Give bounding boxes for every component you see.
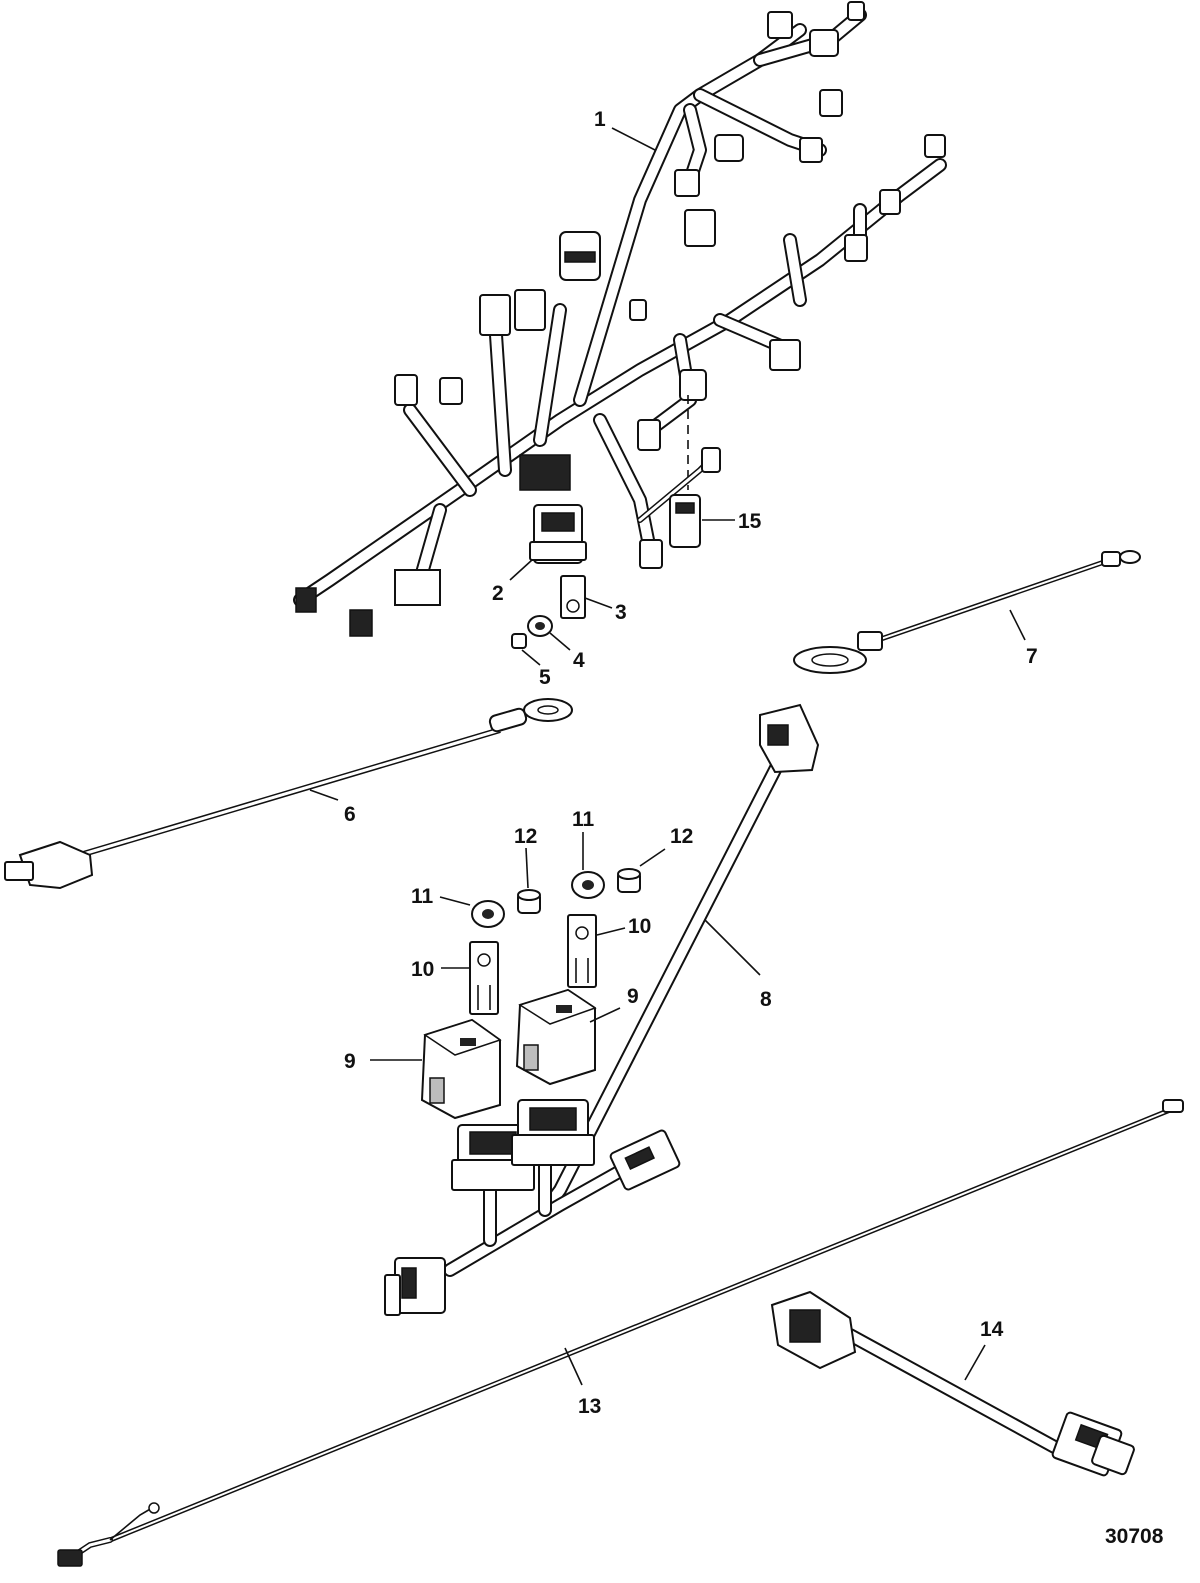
clip-10-left	[469, 941, 499, 1015]
bushing-12-left	[517, 889, 541, 914]
callout-1: 1	[594, 108, 606, 131]
relay-9-right	[515, 988, 597, 1086]
connector-2	[529, 504, 587, 564]
callout-2: 2	[492, 582, 504, 605]
callout-13: 13	[578, 1395, 601, 1418]
callout-10b: 10	[628, 915, 651, 938]
callout-12b: 12	[670, 825, 693, 848]
bushing-5	[511, 633, 527, 649]
relay-9-left	[420, 1018, 502, 1120]
callout-11b: 11	[572, 808, 595, 831]
lead-6	[4, 698, 573, 890]
ground-wire-7	[793, 550, 1141, 674]
relay-harness-8	[384, 703, 820, 1316]
clip-10-right	[567, 914, 597, 988]
callout-14: 14	[980, 1318, 1004, 1341]
callout-10a: 10	[411, 958, 434, 981]
callout-3: 3	[615, 601, 627, 624]
harness-14	[770, 1290, 1135, 1477]
callout-8: 8	[760, 988, 772, 1011]
callout-7: 7	[1026, 645, 1038, 668]
grommet-11-right	[571, 871, 605, 899]
callout-5: 5	[539, 666, 551, 689]
callout-4: 4	[573, 649, 585, 672]
lead-13	[57, 1099, 1184, 1567]
callout-11a: 11	[411, 885, 434, 908]
grommet-11-left	[471, 900, 505, 928]
figure-id: 30708	[1105, 1525, 1164, 1548]
grommet-4	[527, 615, 553, 637]
callout-9a: 9	[344, 1050, 356, 1073]
bushing-12-right	[617, 868, 641, 893]
clip-3	[560, 575, 586, 619]
callout-15: 15	[738, 510, 762, 533]
callout-12a: 12	[514, 825, 537, 848]
callout-9b: 9	[627, 985, 639, 1008]
main-engine-harness	[293, 1, 947, 637]
connector-15	[637, 447, 721, 548]
callout-6: 6	[344, 803, 356, 826]
